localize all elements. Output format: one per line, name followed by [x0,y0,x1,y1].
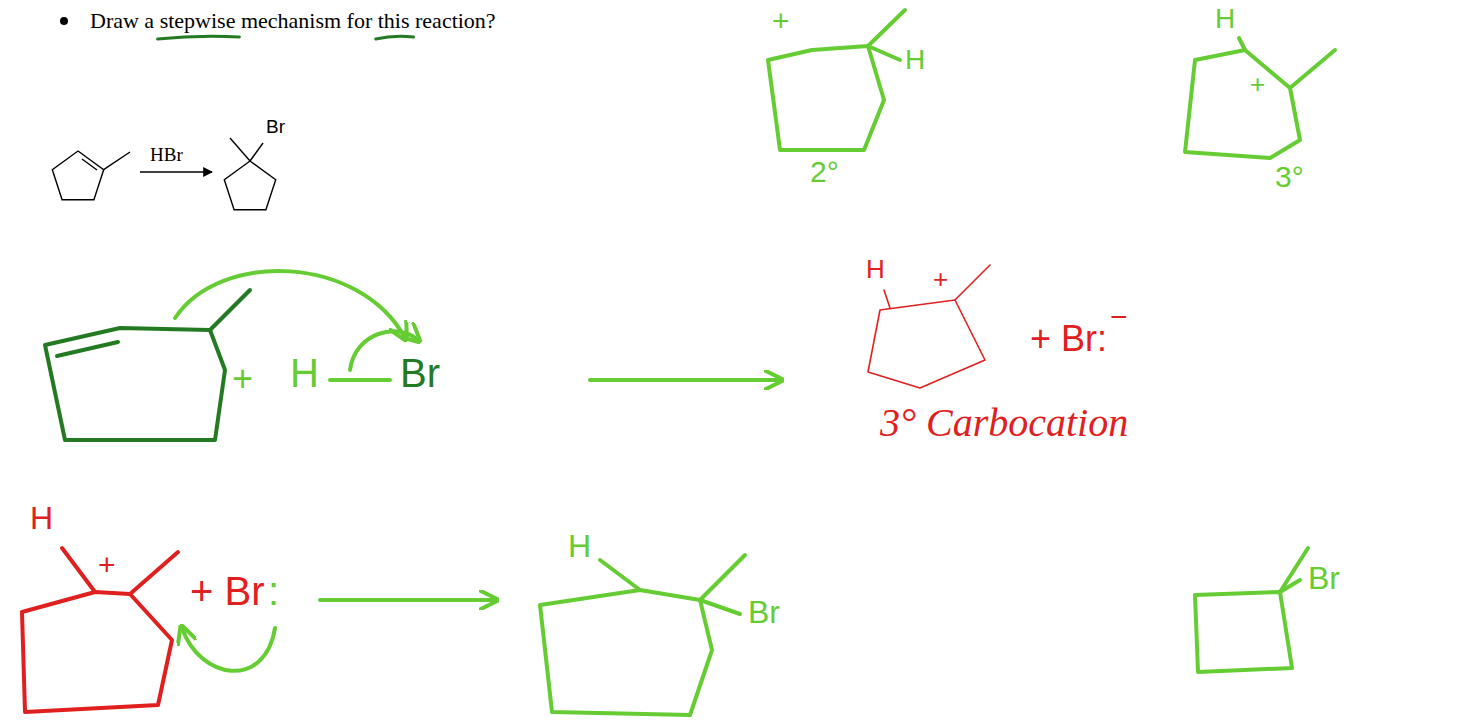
atom-label: Br [1308,560,1340,597]
note-label: 3° Carbocation [880,400,1128,446]
bullet-dot [60,17,68,25]
atom-label: Br [748,594,780,631]
reagent-label: HBr [150,144,183,166]
curved-arrow [175,271,405,338]
atom-label: H [1215,3,1235,35]
charge-sign: + [1250,70,1265,100]
product-sketch [540,555,745,715]
product-sketch [1195,548,1308,672]
lone-pair: : [268,568,279,614]
bond-line [330,378,390,382]
carbocation-sketch [22,548,178,712]
ion-label: + Br: [1030,318,1107,359]
hand-underline [158,36,240,39]
tertiary-carbocation-sketch [1185,38,1335,158]
carbocation-sketch [868,265,990,388]
ion-label: + Br [190,568,264,614]
atom-label: H [905,44,925,76]
charge-sign: + [772,4,790,39]
atom-label: H [290,350,319,396]
question-title: Draw a stepwise mechanism for this react… [90,8,496,33]
alkene-sketch [45,290,250,440]
curved-arrow [182,628,275,671]
reaction-arrow [140,171,212,172]
atom-label: Br [400,350,440,396]
atom-label: H [866,255,885,285]
charge-sign: − [1110,300,1128,335]
charge-sign: + [933,265,948,295]
atom-label: H [568,528,591,565]
charge-sign: + [232,358,253,399]
charge-sign: + [98,548,116,583]
reaction-arrow [590,378,780,382]
degree-label: 3° [1275,160,1304,195]
reactant-structure [52,151,130,200]
hand-underline [376,36,414,39]
atom-label: H [30,500,53,537]
degree-label: 2° [810,155,839,190]
reaction-arrow [320,598,495,602]
atom-label: Br [266,116,285,138]
product-structure [224,138,275,210]
